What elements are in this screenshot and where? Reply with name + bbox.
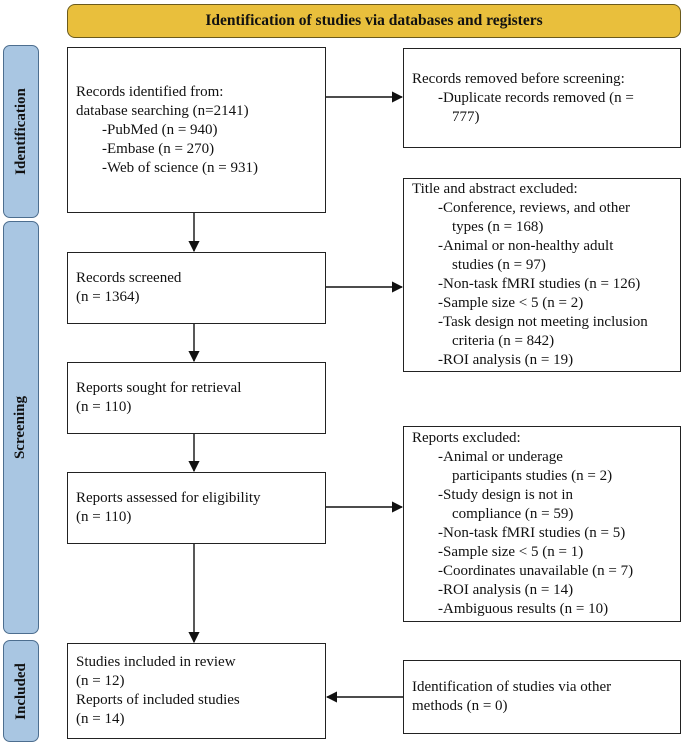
reports-excluded-title: Reports excluded: [412,430,521,446]
reports-excluded-line: compliance (n = 59) [452,506,574,522]
reports-assessed-line1: Reports assessed for eligibility [76,490,261,506]
reports-excluded-line: -Coordinates unavailable (n = 7) [438,563,634,579]
phase-included-label: Included [12,662,29,720]
reports-excluded-line: -Sample size < 5 (n = 1) [438,544,584,560]
excluded-line: -Sample size < 5 (n = 2) [438,295,584,311]
reports-excluded-line: -Animal or underage [438,449,563,465]
studies-included-line: Studies included in review [76,654,236,670]
excluded-line: studies (n = 97) [452,257,546,273]
phase-identification-label: Identification [12,88,29,175]
header-title: Identification of studies via databases … [205,12,543,29]
title-abstract-excluded-box: Title and abstract excluded: -Conference… [403,178,681,372]
reports-excluded-line: -ROI analysis (n = 14) [438,582,574,598]
excluded-line: -Conference, reviews, and other [438,200,630,216]
studies-included-line: (n = 12) [76,673,125,689]
records-screened-box: Records screened (n = 1364) [67,252,326,324]
reports-excluded-line: -Study design is not in [438,487,574,503]
records-identified-item: -Embase (n = 270) [102,140,215,157]
records-removed-title: Records removed before screening: [412,70,625,87]
excluded-line: -Animal or non-healthy adult [438,238,614,254]
reports-excluded-box: Reports excluded: -Animal or underage pa… [403,426,681,622]
phase-screening-label: Screening [12,395,29,460]
records-removed-box: Records removed before screening: -Dupli… [403,48,681,148]
reports-excluded-line: -Non-task fMRI studies (n = 5) [438,525,626,541]
phase-screening: Screening [3,221,39,634]
title-abstract-excluded-title: Title and abstract excluded: [412,181,578,197]
records-screened-line2: (n = 1364) [76,289,140,305]
excluded-line: -Non-task fMRI studies (n = 126) [438,276,641,292]
studies-included-line: Reports of included studies [76,692,240,708]
excluded-line: -ROI analysis (n = 19) [438,352,574,368]
reports-excluded-line: -Ambiguous results (n = 10) [438,601,609,617]
records-identified-item: -PubMed (n = 940) [102,121,218,138]
reports-excluded-line: participants studies (n = 2) [452,468,613,484]
reports-assessed-line2: (n = 110) [76,509,132,525]
other-methods-box: Identification of studies via other meth… [403,660,681,734]
records-identified-item: -Web of science (n = 931) [102,159,258,176]
records-identified-box: Records identified from: database search… [67,47,326,213]
reports-sought-line1: Reports sought for retrieval [76,380,242,396]
other-methods-line: methods (n = 0) [412,698,508,714]
header-banner: Identification of studies via databases … [67,4,681,38]
phase-included: Included [3,640,39,742]
studies-included-box: Studies included in review (n = 12) Repo… [67,643,326,739]
reports-sought-line2: (n = 110) [76,399,132,415]
records-removed-item: 777) [452,108,480,125]
records-identified-line1: Records identified from: [76,83,224,100]
other-methods-line: Identification of studies via other [412,679,612,695]
studies-included-line: (n = 14) [76,711,125,727]
reports-sought-box: Reports sought for retrieval (n = 110) [67,362,326,434]
records-removed-item: -Duplicate records removed (n = [438,89,634,106]
reports-assessed-box: Reports assessed for eligibility (n = 11… [67,472,326,544]
records-identified-line2: database searching (n=2141) [76,102,249,119]
records-screened-line1: Records screened [76,270,182,286]
excluded-line: -Task design not meeting inclusion [438,314,648,330]
phase-identification: Identification [3,45,39,218]
excluded-line: criteria (n = 842) [452,333,555,349]
excluded-line: types (n = 168) [452,219,544,235]
